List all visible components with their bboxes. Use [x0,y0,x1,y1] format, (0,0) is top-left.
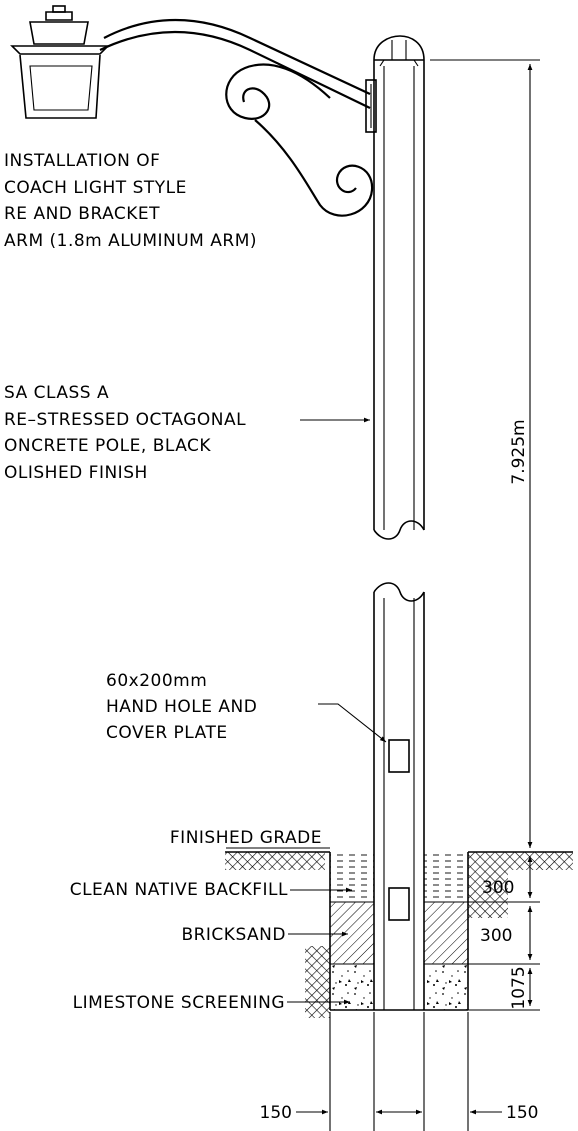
leader-lines [226,417,387,1005]
handhole-note-line-3: COVER PLATE [106,723,228,743]
pole-note-line-1: SA CLASS A [4,383,109,403]
pole-lower-section [373,582,425,1010]
dimension-lines [296,59,540,1131]
fixture-note-line-1: INSTALLATION OF [4,151,160,171]
limestone-depth-dimension: 1075 [509,966,529,1009]
bracket-arm [99,19,377,217]
fixture-note-line-4: ARM (1.8m ALUMINUM ARM) [4,231,257,251]
hand-hole [388,739,410,773]
coach-light-fixture [10,5,110,119]
clean-native-backfill-label: CLEAN NATIVE BACKFILL [70,880,288,900]
backfill-depth-dimension: 300 [482,878,514,898]
left-offset-dimension: 150 [260,1103,292,1123]
pole-note-line-2: RE–STRESSED OCTAGONAL [4,410,246,430]
pole-height-dimension: 7.925m [509,419,529,484]
hand-hole-lower [388,887,410,921]
pole-upper-section [373,35,425,540]
limestone-screening-label: LIMESTONE SCREENING [73,993,285,1013]
fixture-note-line-3: RE AND BRACKET [4,204,160,224]
right-offset-dimension: 150 [506,1103,538,1123]
handhole-note-line-1: 60x200mm [106,671,207,691]
bricksand-label: BRICKSAND [181,925,286,945]
handhole-note-line-2: HAND HOLE AND [106,697,257,717]
pole-note-line-3: ONCRETE POLE, BLACK [4,436,211,456]
fixture-note-line-2: COACH LIGHT STYLE [4,178,187,198]
pole-note: SA CLASS A RE–STRESSED OCTAGONAL ONCRETE… [4,383,246,483]
bricksand-depth-dimension: 300 [480,926,512,946]
finished-grade-label: FINISHED GRADE [170,828,322,848]
handhole-note: 60x200mm HAND HOLE AND COVER PLATE [106,671,257,743]
excavation-layers [225,851,573,1018]
fixture-note: INSTALLATION OF COACH LIGHT STYLE RE AND… [4,151,257,251]
pole-note-line-4: OLISHED FINISH [4,463,148,483]
